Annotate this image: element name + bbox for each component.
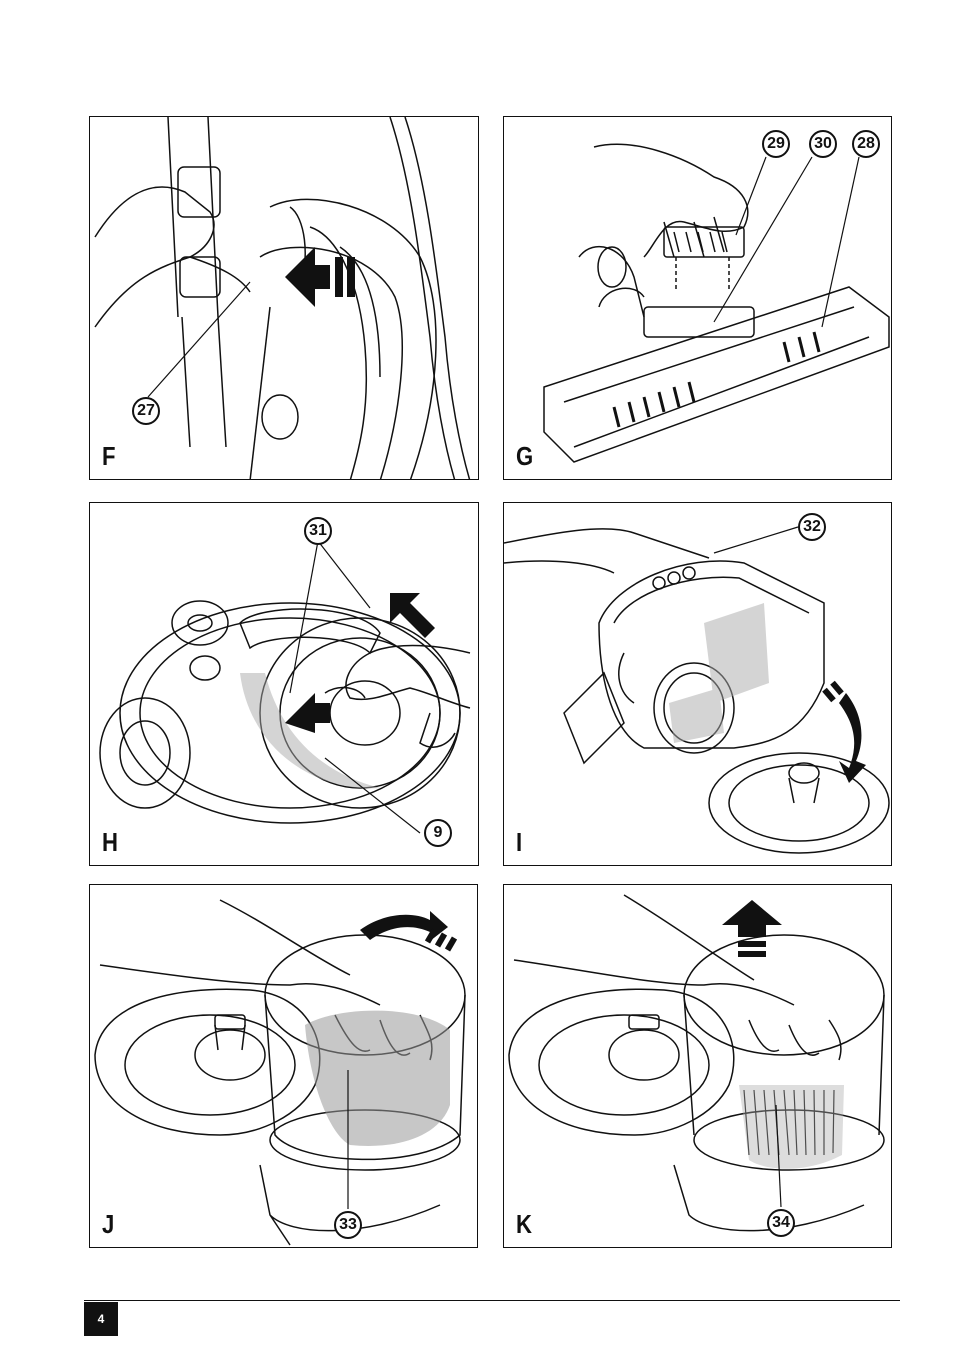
illustration-hose-release — [90, 117, 479, 480]
illustration-floor-tool-filter — [504, 117, 892, 480]
callout-30: 30 — [809, 130, 837, 158]
illustration-container-release — [90, 503, 479, 866]
footer-rule — [84, 1300, 900, 1301]
figure-letter-h: H — [102, 829, 118, 855]
figure-panel-k: 34 K — [503, 884, 892, 1248]
figure-letter-g: G — [516, 443, 533, 469]
page-number: 4 — [84, 1302, 118, 1336]
illustration-twist-container — [90, 885, 478, 1248]
figure-letter-f: F — [102, 443, 116, 469]
figure-panel-g: 29 30 28 G — [503, 116, 892, 480]
figure-panel-h: 31 9 H — [89, 502, 479, 866]
illustration-remove-filter — [504, 885, 892, 1248]
figure-panel-f: 27 F — [89, 116, 479, 480]
callout-28: 28 — [852, 130, 880, 158]
callout-29: 29 — [762, 130, 790, 158]
figure-letter-k: K — [516, 1211, 532, 1237]
illustration-open-container — [504, 503, 892, 866]
callout-27: 27 — [132, 397, 160, 425]
figure-panel-i: 32 I — [503, 502, 892, 866]
callout-9: 9 — [424, 819, 452, 847]
callout-32: 32 — [798, 513, 826, 541]
figure-panel-j: 33 J — [89, 884, 478, 1248]
figure-letter-j: J — [102, 1211, 114, 1237]
callout-33: 33 — [334, 1211, 362, 1239]
callout-31: 31 — [304, 517, 332, 545]
callout-34: 34 — [767, 1209, 795, 1237]
figure-letter-i: I — [516, 829, 522, 855]
